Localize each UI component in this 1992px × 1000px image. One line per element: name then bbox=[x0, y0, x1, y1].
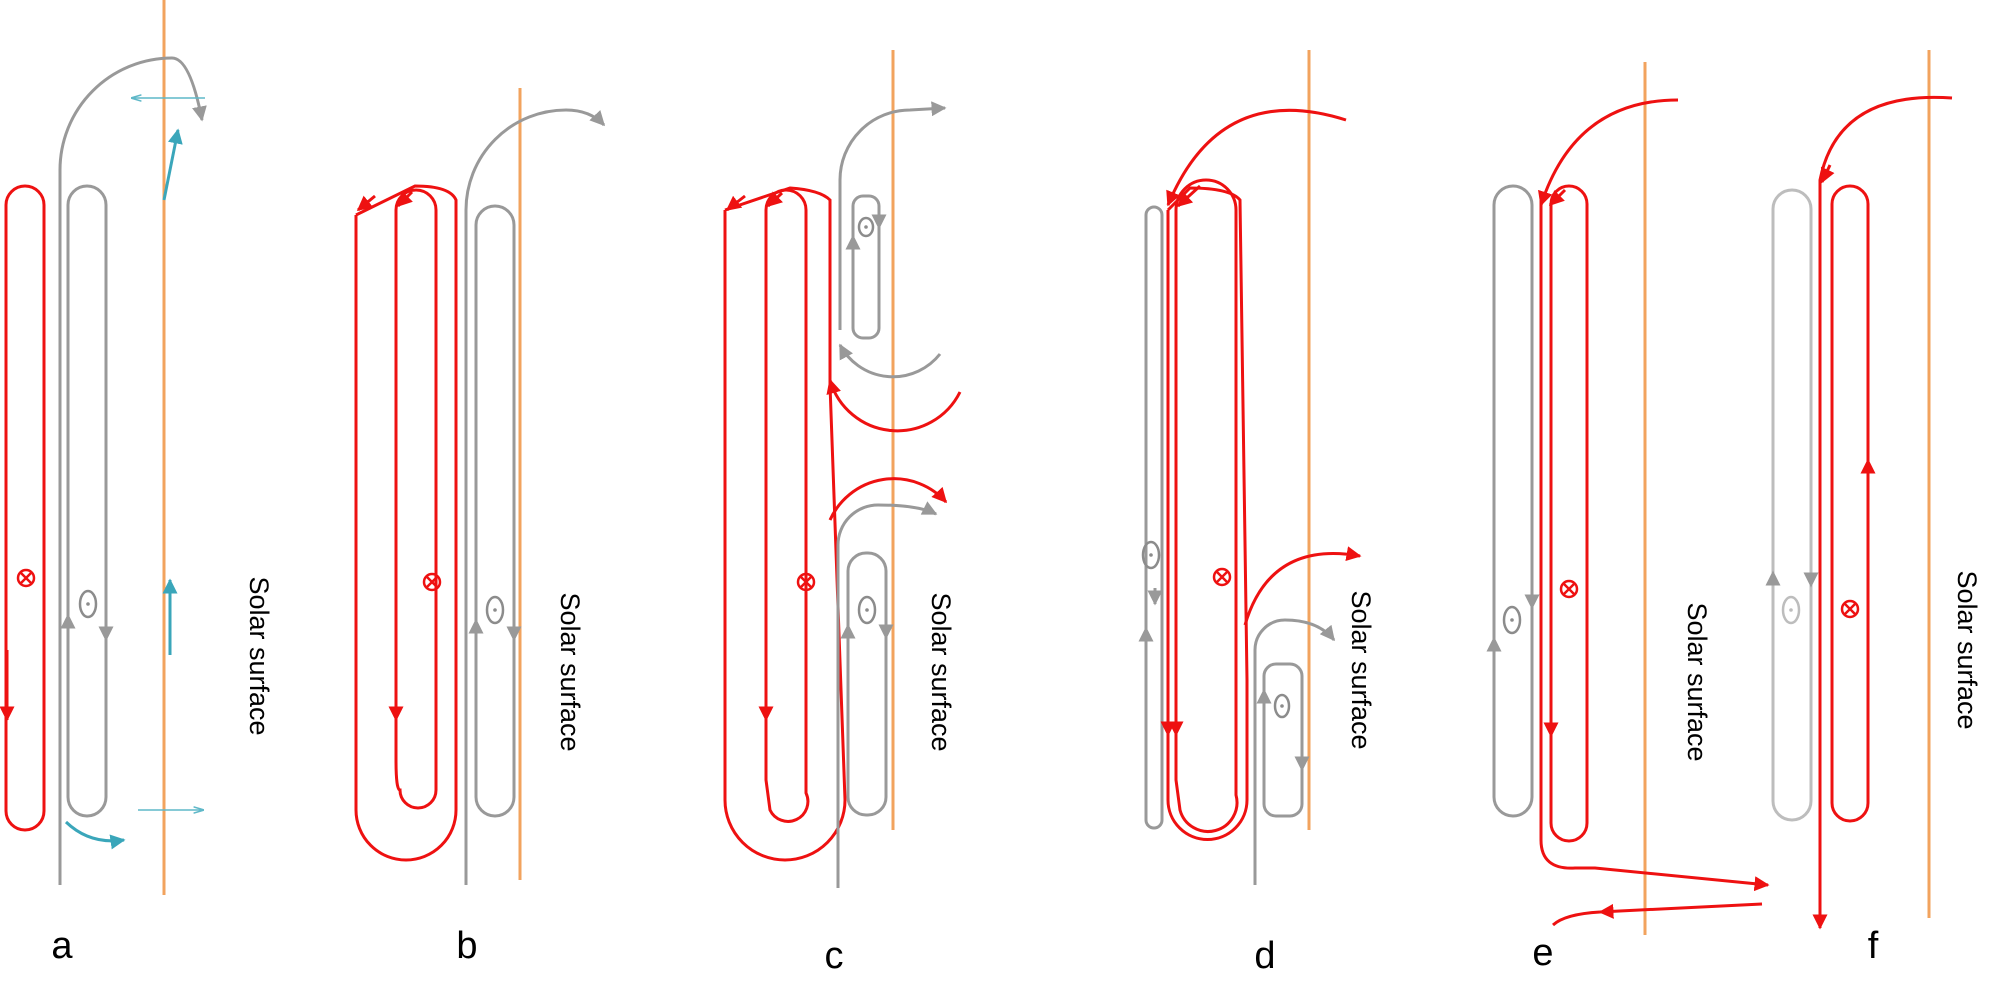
out-of-page-symbol bbox=[1141, 540, 1161, 570]
red-inner-loop bbox=[1174, 178, 1239, 833]
panel-b: Solar surface b bbox=[354, 88, 606, 967]
grey-small-loop bbox=[1262, 662, 1304, 818]
red-reconnection-arc bbox=[1243, 546, 1362, 626]
grey-field-line bbox=[1253, 618, 1336, 885]
red-loop-end-arrow bbox=[725, 194, 746, 212]
red-loop-end-arrow bbox=[1820, 164, 1835, 184]
grey-flux-loop bbox=[1771, 188, 1813, 822]
red-flux-loop bbox=[1830, 184, 1870, 823]
red-flux-loop bbox=[4, 184, 46, 832]
red-field-line bbox=[1812, 95, 1953, 930]
red-loop-end-arrow bbox=[766, 191, 784, 208]
grey-upper-field-line bbox=[838, 101, 947, 330]
into-page-symbol bbox=[1840, 599, 1860, 619]
panel-label: e bbox=[1532, 932, 1553, 974]
grey-flux-loop bbox=[474, 204, 516, 818]
red-incoming-arc bbox=[1538, 98, 1679, 207]
red-loop-end-arrow bbox=[1176, 184, 1202, 208]
grey-small-loop-lower bbox=[846, 551, 888, 817]
panel-label: c bbox=[825, 935, 844, 977]
panel-label: f bbox=[1868, 925, 1879, 967]
red-outer-loop bbox=[723, 186, 847, 862]
surface-label: Solar surface bbox=[1682, 602, 1712, 761]
grey-upper-arc bbox=[838, 343, 942, 379]
red-loop-end-arrow bbox=[356, 194, 376, 212]
into-page-symbol bbox=[16, 568, 36, 588]
out-of-page-symbol bbox=[78, 589, 98, 619]
red-inner-loop bbox=[394, 188, 438, 810]
panel-a: Solar surface a bbox=[0, 0, 274, 967]
red-return-line bbox=[1598, 902, 1763, 919]
red-outer-loop bbox=[354, 184, 458, 862]
panel-c: Solar surface c bbox=[723, 50, 962, 977]
into-page-symbol bbox=[796, 572, 816, 592]
grey-lower-field-line bbox=[836, 501, 938, 888]
red-outer-loop bbox=[1166, 186, 1249, 841]
red-flux-loop bbox=[1549, 184, 1589, 843]
out-of-page-symbol bbox=[485, 595, 505, 625]
surface-label: Solar surface bbox=[555, 592, 585, 751]
red-loop-end-arrow bbox=[396, 190, 414, 208]
into-page-symbol bbox=[1212, 567, 1232, 587]
panel-f: Solar surface f bbox=[1765, 50, 1982, 967]
panel-label: d bbox=[1254, 935, 1275, 977]
grey-thin-loop bbox=[1144, 205, 1164, 830]
out-of-page-symbol bbox=[857, 595, 877, 625]
panel-label: b bbox=[456, 925, 477, 967]
red-field-line bbox=[1539, 200, 1770, 892]
out-of-page-symbol bbox=[1781, 595, 1801, 625]
panel-label: a bbox=[51, 925, 73, 967]
out-of-page-symbol bbox=[1502, 605, 1522, 635]
panel-e: Solar surface e bbox=[1486, 62, 1770, 974]
red-reconnection-arc-upper bbox=[826, 378, 962, 433]
grey-field-line bbox=[464, 108, 606, 885]
red-return-line-tail bbox=[1551, 910, 1601, 927]
grey-flux-loop bbox=[66, 184, 108, 818]
flow-arrow-bottom bbox=[64, 820, 126, 850]
grey-flux-loop bbox=[1492, 184, 1534, 818]
surface-label: Solar surface bbox=[926, 592, 956, 751]
red-loop-end-arrow bbox=[1166, 108, 1347, 207]
into-page-symbol bbox=[422, 572, 442, 592]
grey-small-loop-upper bbox=[851, 194, 881, 340]
surface-label: Solar surface bbox=[244, 576, 274, 735]
surface-label: Solar surface bbox=[1952, 570, 1982, 729]
grey-field-line bbox=[58, 56, 207, 885]
out-of-page-symbol bbox=[1273, 693, 1291, 719]
red-inner-loop bbox=[764, 188, 810, 823]
into-page-symbol bbox=[1559, 579, 1579, 599]
red-loop-end-arrow bbox=[1548, 188, 1567, 207]
panel-d: Solar surface d bbox=[1138, 50, 1376, 977]
out-of-page-symbol bbox=[857, 216, 875, 238]
red-reconnection-arc-lower bbox=[828, 477, 948, 521]
upflow-arrow-top bbox=[162, 128, 183, 201]
surface-label: Solar surface bbox=[1346, 590, 1376, 749]
